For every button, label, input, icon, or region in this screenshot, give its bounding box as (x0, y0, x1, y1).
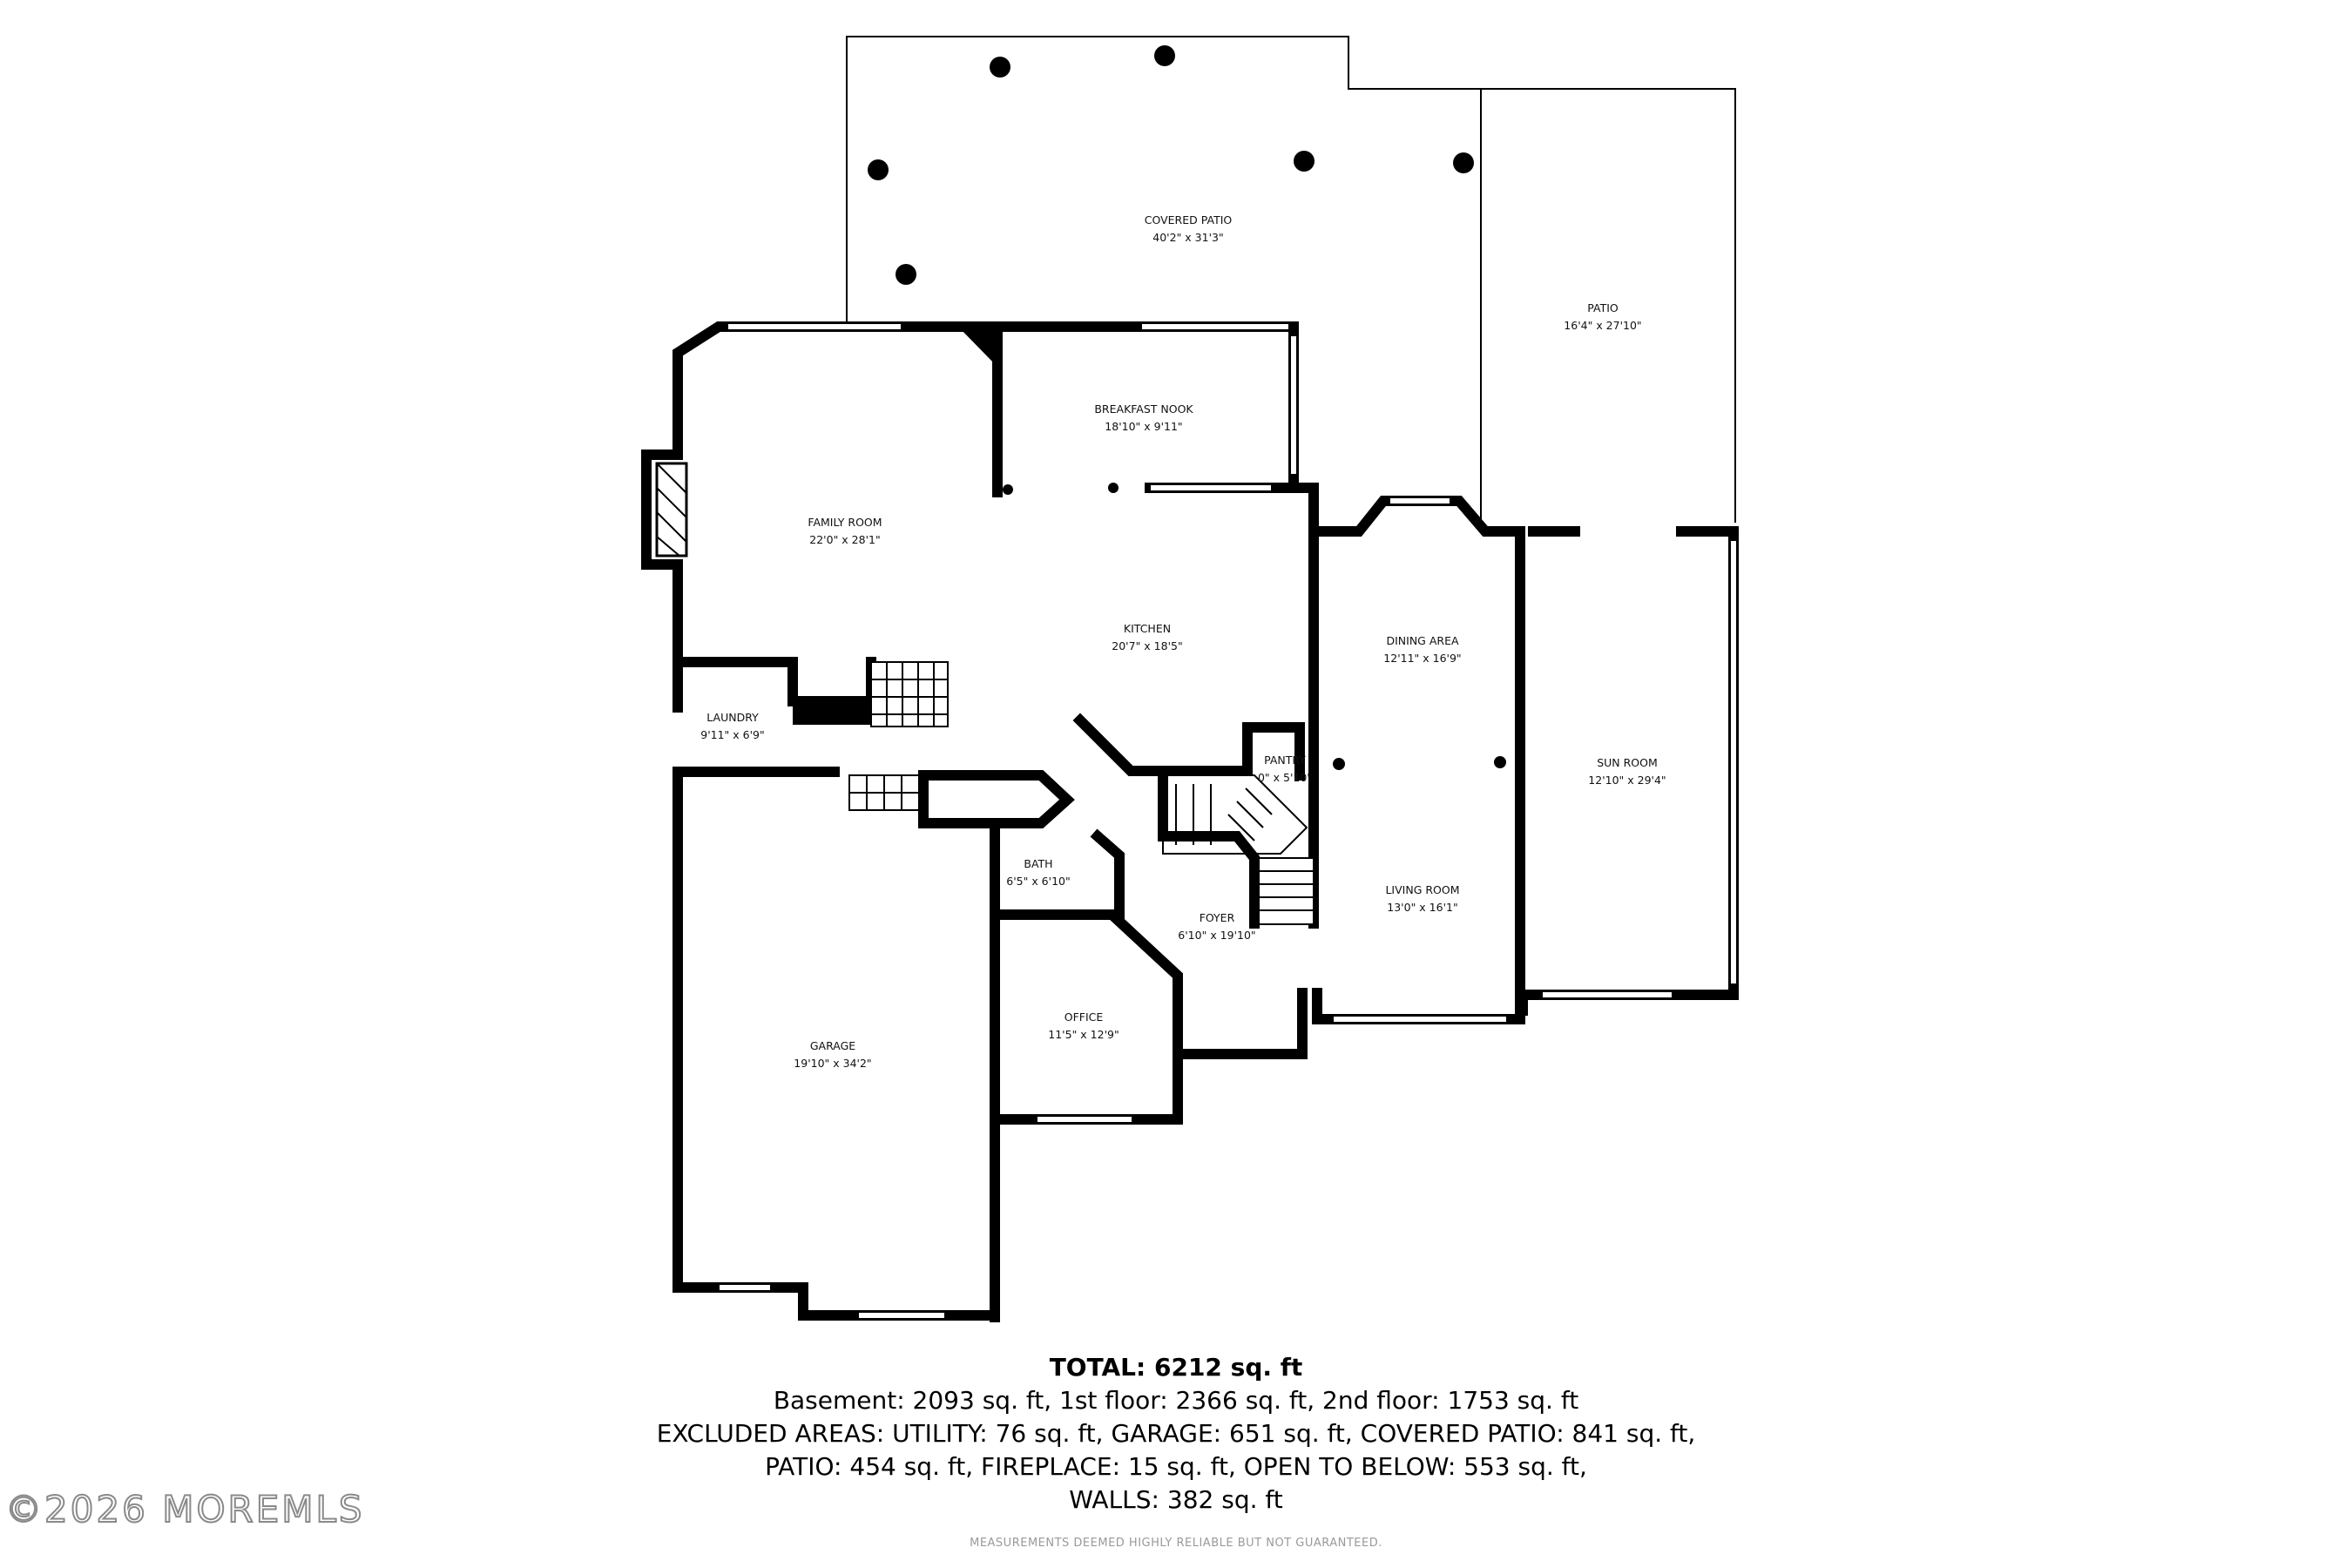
patio-columns (868, 45, 1474, 285)
room-name: FAMILY ROOM (808, 516, 882, 529)
walls (641, 321, 1739, 1322)
room-name: SUN ROOM (1597, 756, 1658, 769)
room-breakfast-nook: BREAKFAST NOOK 18'10" x 9'11" (1094, 402, 1193, 433)
room-dim: 6'10" x 19'10" (1178, 929, 1255, 942)
room-name: COVERED PATIO (1145, 213, 1233, 226)
room-name: PATIO (1587, 301, 1619, 314)
room-name: GARAGE (810, 1039, 855, 1052)
room-patio: PATIO 16'4" x 27'10" (1564, 301, 1641, 332)
windows (718, 322, 1738, 1320)
room-dim: 40'2" x 31'3" (1152, 231, 1223, 244)
room-family-room: FAMILY ROOM 22'0" x 28'1" (808, 516, 882, 546)
room-dim: 12'10" x 29'4" (1588, 774, 1666, 787)
room-garage: GARAGE 19'10" x 34'2" (794, 1039, 871, 1070)
room-name: PANTRY (1264, 754, 1306, 767)
room-name: OFFICE (1064, 1010, 1104, 1024)
room-bath: BATH 6'5" x 6'10" (1006, 857, 1070, 888)
room-name: BATH (1024, 857, 1052, 870)
room-dim: 20'7" x 18'5" (1112, 639, 1182, 652)
walls-area: WALLS: 382 sq. ft (1069, 1485, 1283, 1514)
room-name: LAUNDRY (706, 711, 759, 724)
room-kitchen: KITCHEN 20'7" x 18'5" (1112, 622, 1182, 652)
room-dim: 16'4" x 27'10" (1564, 319, 1641, 332)
floor-areas: Basement: 2093 sq. ft, 1st floor: 2366 s… (773, 1386, 1579, 1415)
room-dim: 6'5" x 6'10" (1006, 875, 1070, 888)
watermark: ©2026 MOREMLS (4, 1487, 365, 1531)
room-dim: 11'5" x 12'9" (1048, 1028, 1119, 1041)
room-foyer: FOYER 6'10" x 19'10" (1178, 911, 1255, 942)
room-dim: 22'0" x 28'1" (809, 533, 880, 546)
interior-columns (1003, 483, 1506, 770)
room-dim: 0" x 5'10" (1258, 771, 1312, 784)
room-dim: 19'10" x 34'2" (794, 1057, 871, 1070)
room-name: DINING AREA (1386, 634, 1458, 647)
room-laundry: LAUNDRY 9'11" x 6'9" (700, 711, 764, 741)
room-name: LIVING ROOM (1385, 883, 1459, 896)
room-dim: 18'10" x 9'11" (1105, 420, 1182, 433)
room-sun-room: SUN ROOM 12'10" x 29'4" (1588, 756, 1666, 787)
excluded-areas-2: PATIO: 454 sq. ft, FIREPLACE: 15 sq. ft,… (765, 1452, 1587, 1481)
patio-outline (1481, 88, 1736, 523)
room-name: BREAKFAST NOOK (1094, 402, 1193, 416)
area-totals: TOTAL: 6212 sq. ft Basement: 2093 sq. ft… (0, 1351, 2352, 1517)
covered-patio-outline (846, 36, 1482, 523)
room-pantry: PANTRY 0" x 5'10" (1258, 754, 1312, 784)
excluded-areas-1: EXCLUDED AREAS: UTILITY: 76 sq. ft, GARA… (656, 1419, 1696, 1448)
room-dim: 12'11" x 16'9" (1383, 652, 1461, 665)
room-covered-patio: COVERED PATIO 40'2" x 31'3" (1145, 213, 1233, 244)
room-living-room: LIVING ROOM 13'0" x 16'1" (1385, 883, 1459, 914)
room-dim: 13'0" x 16'1" (1387, 901, 1457, 914)
room-dining-area: DINING AREA 12'11" x 16'9" (1383, 634, 1461, 665)
room-name: FOYER (1200, 911, 1235, 924)
room-office: OFFICE 11'5" x 12'9" (1048, 1010, 1119, 1041)
total-area: TOTAL: 6212 sq. ft (1049, 1353, 1303, 1382)
room-dim: 9'11" x 6'9" (700, 728, 764, 741)
disclaimer: MEASUREMENTS DEEMED HIGHLY RELIABLE BUT … (970, 1537, 1382, 1550)
room-name: KITCHEN (1124, 622, 1171, 635)
